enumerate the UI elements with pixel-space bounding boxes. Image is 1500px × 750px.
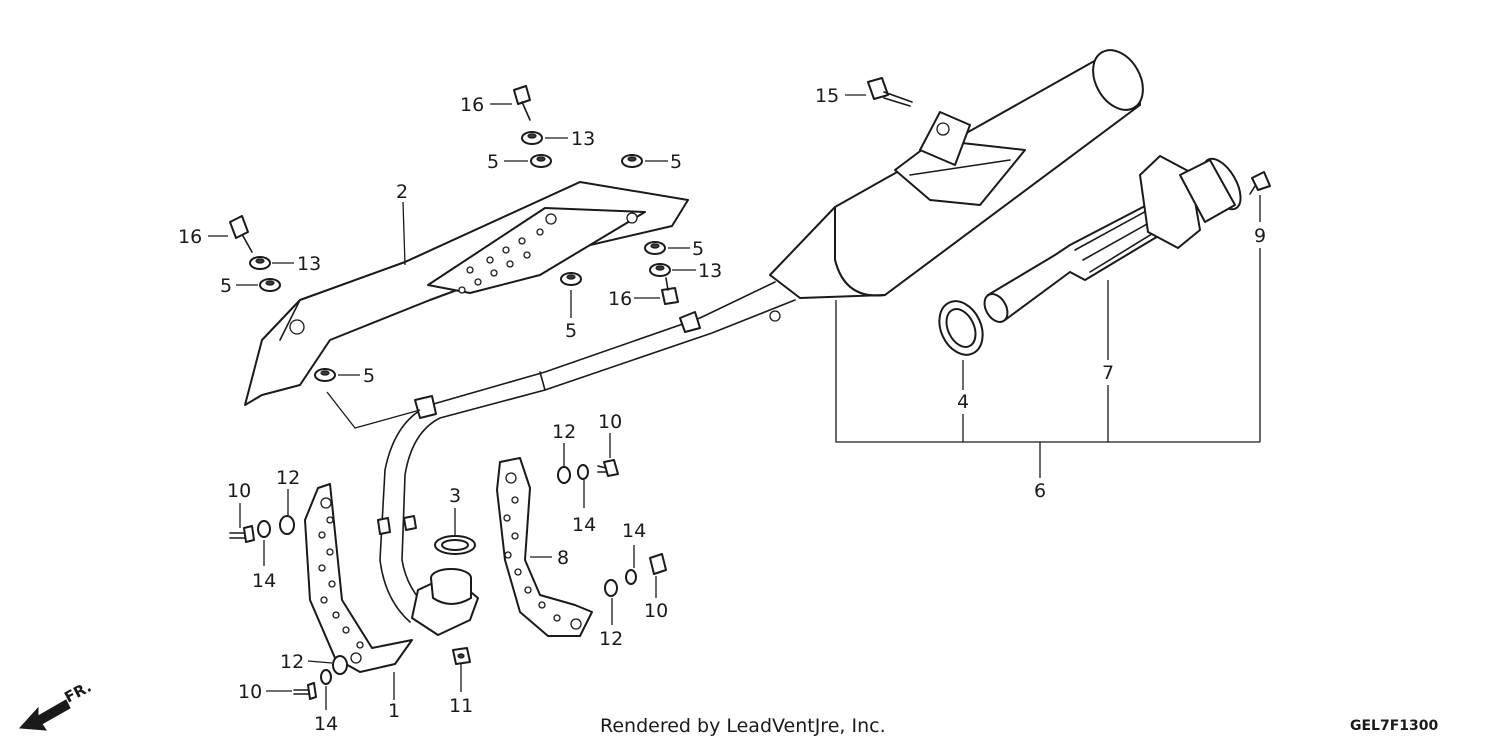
lower-protector-1: [304, 483, 413, 673]
callout-13: 13: [698, 260, 722, 282]
callout-9: 9: [1254, 225, 1266, 247]
callout-5: 5: [220, 275, 232, 297]
lower-protector-8: [496, 457, 593, 637]
callout-2: 2: [396, 181, 408, 203]
callout-10: 10: [227, 480, 251, 502]
muffler: [769, 49, 1144, 299]
callout-11: 11: [449, 695, 473, 717]
diagram-code: GEL7F1300: [1350, 718, 1439, 734]
upper-protector: [244, 181, 689, 406]
callout-5: 5: [670, 151, 682, 173]
callout-12: 12: [552, 421, 576, 443]
callout-7: 7: [1102, 362, 1114, 384]
callout-14: 14: [572, 514, 596, 536]
callout-14: 14: [314, 713, 338, 735]
footer-credit: Rendered by LeadVentJre, Inc.: [600, 715, 886, 737]
callout-16: 16: [608, 288, 632, 310]
callout-3: 3: [449, 485, 461, 507]
callout-16: 16: [460, 94, 484, 116]
callout-13: 13: [297, 253, 321, 275]
hardware: [229, 77, 1271, 700]
callout-14: 14: [252, 570, 276, 592]
inner-pipe: [983, 155, 1242, 323]
callout-labels: 16 13 5 5 2 16 13 5 5 13 16 5 5 15 9 7 4…: [178, 85, 1266, 735]
callout-4: 4: [957, 391, 969, 413]
callout-10: 10: [644, 600, 668, 622]
gasket-3: [434, 535, 476, 555]
callout-1: 1: [388, 700, 400, 722]
callout-5: 5: [565, 320, 577, 342]
callout-14: 14: [622, 520, 646, 542]
callout-12: 12: [280, 651, 304, 673]
callout-5: 5: [363, 365, 375, 387]
callout-5: 5: [692, 238, 704, 260]
front-direction-arrow: FR.: [18, 678, 94, 731]
callout-16: 16: [178, 226, 202, 248]
callout-12: 12: [599, 628, 623, 650]
gasket-4: [938, 300, 984, 356]
callout-10: 10: [238, 681, 262, 703]
callout-6: 6: [1034, 480, 1046, 502]
callout-10: 10: [598, 411, 622, 433]
exhaust-pipe: [377, 281, 796, 636]
callout-15: 15: [815, 85, 839, 107]
callout-5: 5: [487, 151, 499, 173]
callout-12: 12: [276, 467, 300, 489]
callout-13: 13: [571, 128, 595, 150]
leader-lines: [208, 94, 1261, 710]
callout-8: 8: [557, 547, 569, 569]
